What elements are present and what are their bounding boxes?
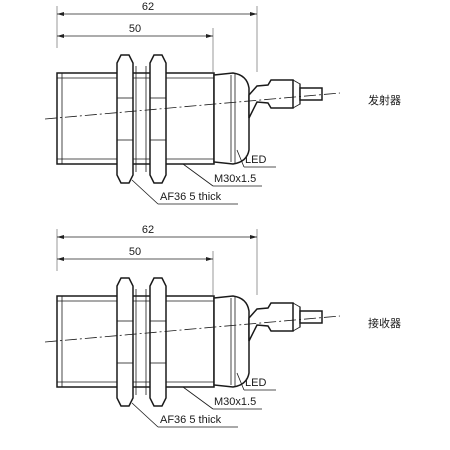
receiver-sensor: 62 50 LED M30x1.5 AF36 5 thick 接收器 (44, 224, 401, 428)
thread-spec-label: M30x1.5 (214, 396, 256, 408)
led-label: LED (245, 154, 266, 166)
sensor-type-label: 接收器 (368, 316, 401, 330)
thread-length-dimension: 50 (129, 246, 141, 258)
overall-length-dimension: 62 (142, 1, 154, 13)
nut-spec-label: AF36 5 thick (160, 414, 222, 426)
overall-length-dimension: 62 (142, 224, 154, 236)
sensor-type-label: 发射器 (368, 93, 401, 107)
emitter-sensor: 62 50 LED M30x1.5 AF36 5 thick 发射器 (44, 1, 401, 205)
led-label: LED (245, 377, 266, 389)
thread-length-dimension: 50 (129, 23, 141, 35)
nut-spec-label: AF36 5 thick (160, 191, 222, 203)
thread-spec-label: M30x1.5 (214, 173, 256, 185)
